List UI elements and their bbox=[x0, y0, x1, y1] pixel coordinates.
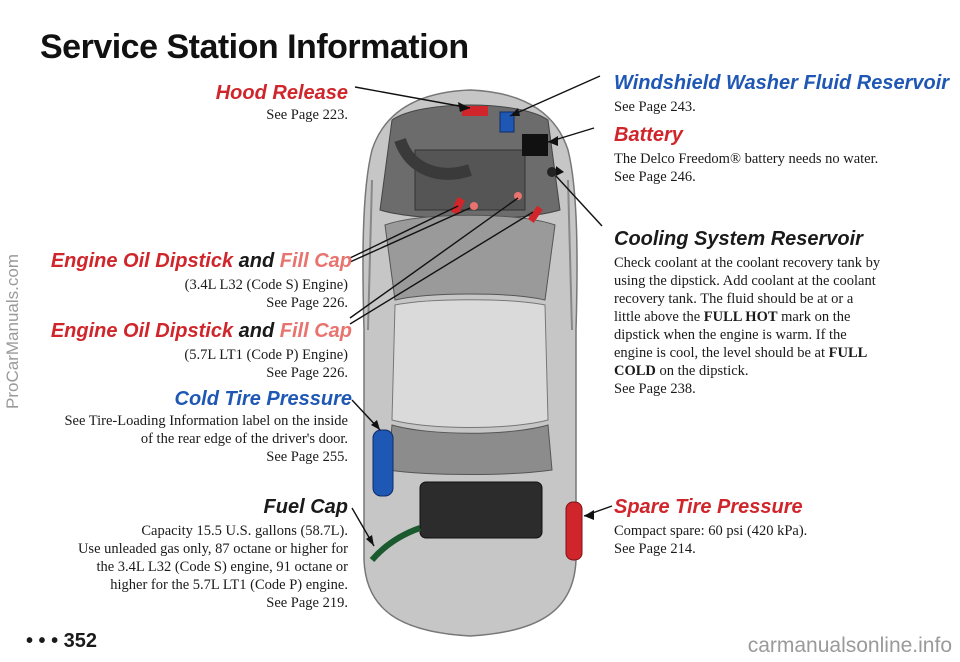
oil-2-engine: (5.7L LT1 (Code P) Engine) bbox=[184, 347, 348, 363]
oil-2-ref: See Page 226. bbox=[266, 365, 348, 381]
leader-washer bbox=[509, 75, 601, 117]
cooling-line6: engine is cool, the level should be at F… bbox=[614, 344, 867, 362]
coolant-reservoir-marker bbox=[547, 167, 557, 177]
engine-block bbox=[414, 149, 526, 211]
roof bbox=[391, 299, 549, 428]
cooling-line4: little above the FULL HOT mark on the bbox=[614, 308, 850, 326]
cooling-line6-a: engine is cool, the level should be at bbox=[614, 345, 829, 361]
hood-release-ref: See Page 223. bbox=[266, 107, 348, 123]
oil-dipstick-1-label: Engine Oil Dipstick and Fill Cap bbox=[51, 250, 352, 273]
cooling-full-hot: FULL HOT bbox=[703, 309, 778, 325]
fuel-cap-line2: Use unleaded gas only, 87 octane or high… bbox=[77, 541, 348, 557]
cooling-ref: See Page 238. bbox=[614, 381, 696, 397]
oil-1-ref: See Page 226. bbox=[266, 295, 348, 311]
oil-dipstick-2-label: Engine Oil Dipstick and Fill Cap bbox=[51, 320, 352, 343]
rear-window bbox=[387, 424, 553, 475]
leader-oil1-b bbox=[349, 207, 471, 263]
oil-1-engine: (3.4L L32 (Code S) Engine) bbox=[184, 277, 348, 293]
leader-hood-release bbox=[354, 86, 471, 109]
bottom-watermark: carmanualsonline.info bbox=[747, 634, 952, 657]
cooling-line4-c: mark on the bbox=[777, 309, 851, 325]
leader-oil2-a bbox=[349, 197, 519, 319]
cooling-line5: dipstick when the engine is warm. If the bbox=[614, 327, 847, 343]
fuel-cap-ref: See Page 219. bbox=[266, 595, 348, 611]
oil-fill-marker-1 bbox=[470, 202, 478, 210]
left-tire-blue bbox=[372, 429, 394, 497]
page-title: Service Station Information bbox=[40, 28, 469, 66]
page-number: • • • 352 bbox=[26, 630, 98, 652]
oil-2-label-b: Fill Cap bbox=[279, 320, 352, 342]
air-intake bbox=[394, 137, 472, 180]
cold-tire-ref: See Page 255. bbox=[266, 449, 348, 465]
cooling-line3: recovery tank. The fluid should be at or… bbox=[614, 291, 854, 307]
cooling-full: FULL bbox=[828, 345, 868, 361]
battery-line1: The Delco Freedom® battery needs no wate… bbox=[614, 151, 879, 167]
spare-tire-ref: See Page 214. bbox=[614, 541, 696, 557]
spare-tire-red bbox=[565, 501, 583, 561]
leader-cooling bbox=[555, 175, 603, 227]
battery-marker bbox=[522, 134, 548, 156]
cold-tire-line2: of the rear edge of the driver's door. bbox=[140, 431, 348, 447]
fuel-cap-line1: Capacity 15.5 U.S. gallons (58.7L). bbox=[141, 523, 348, 539]
cooling-cold: COLD bbox=[614, 363, 656, 379]
cooling-line1: Check coolant at the coolant recovery ta… bbox=[614, 255, 881, 271]
cold-tire-line1: See Tire-Loading Information label on th… bbox=[64, 413, 348, 429]
washer-label: Windshield Washer Fluid Reservoir bbox=[614, 72, 950, 94]
oil-1-label-b: Fill Cap bbox=[279, 250, 352, 272]
oil-1-label-a: Engine Oil Dipstick bbox=[50, 250, 234, 272]
cooling-line7: COLD on the dipstick. bbox=[614, 362, 749, 380]
fuel-cap-label: Fuel Cap bbox=[263, 496, 348, 518]
battery-label: Battery bbox=[614, 124, 683, 146]
washer-ref: See Page 243. bbox=[614, 99, 696, 115]
leader-oil2-b bbox=[349, 211, 534, 325]
cooling-line7-b: on the dipstick. bbox=[655, 363, 749, 379]
leader-oil1-a bbox=[349, 205, 459, 259]
oil-1-label-and: and bbox=[238, 250, 275, 272]
battery-ref: See Page 246. bbox=[614, 169, 696, 185]
cooling-line2: using the dipstick. Add coolant at the c… bbox=[614, 273, 876, 289]
fuel-filler-hose bbox=[369, 525, 422, 562]
spare-tire-label: Spare Tire Pressure bbox=[614, 496, 803, 518]
oil-2-label-and: and bbox=[238, 320, 275, 342]
fuel-cap-line3: the 3.4L L32 (Code S) engine, 91 octane … bbox=[96, 559, 348, 575]
rear-hatch-panel bbox=[419, 481, 543, 539]
oil-dipstick-marker-2 bbox=[527, 205, 543, 223]
hood-release-marker bbox=[462, 106, 488, 116]
hood-release-label: Hood Release bbox=[215, 82, 348, 104]
cooling-label: Cooling System Reservoir bbox=[614, 228, 863, 250]
oil-fill-marker-2 bbox=[514, 192, 522, 200]
fuel-cap-line4: higher for the 5.7L LT1 (Code P) engine. bbox=[110, 577, 348, 593]
spare-tire-line1: Compact spare: 60 psi (420 kPa). bbox=[614, 523, 808, 539]
washer-reservoir-marker bbox=[499, 111, 515, 133]
oil-2-label-a: Engine Oil Dipstick bbox=[50, 320, 234, 342]
cooling-line4-a: little above the bbox=[614, 309, 704, 325]
cold-tire-label: Cold Tire Pressure bbox=[174, 388, 352, 410]
